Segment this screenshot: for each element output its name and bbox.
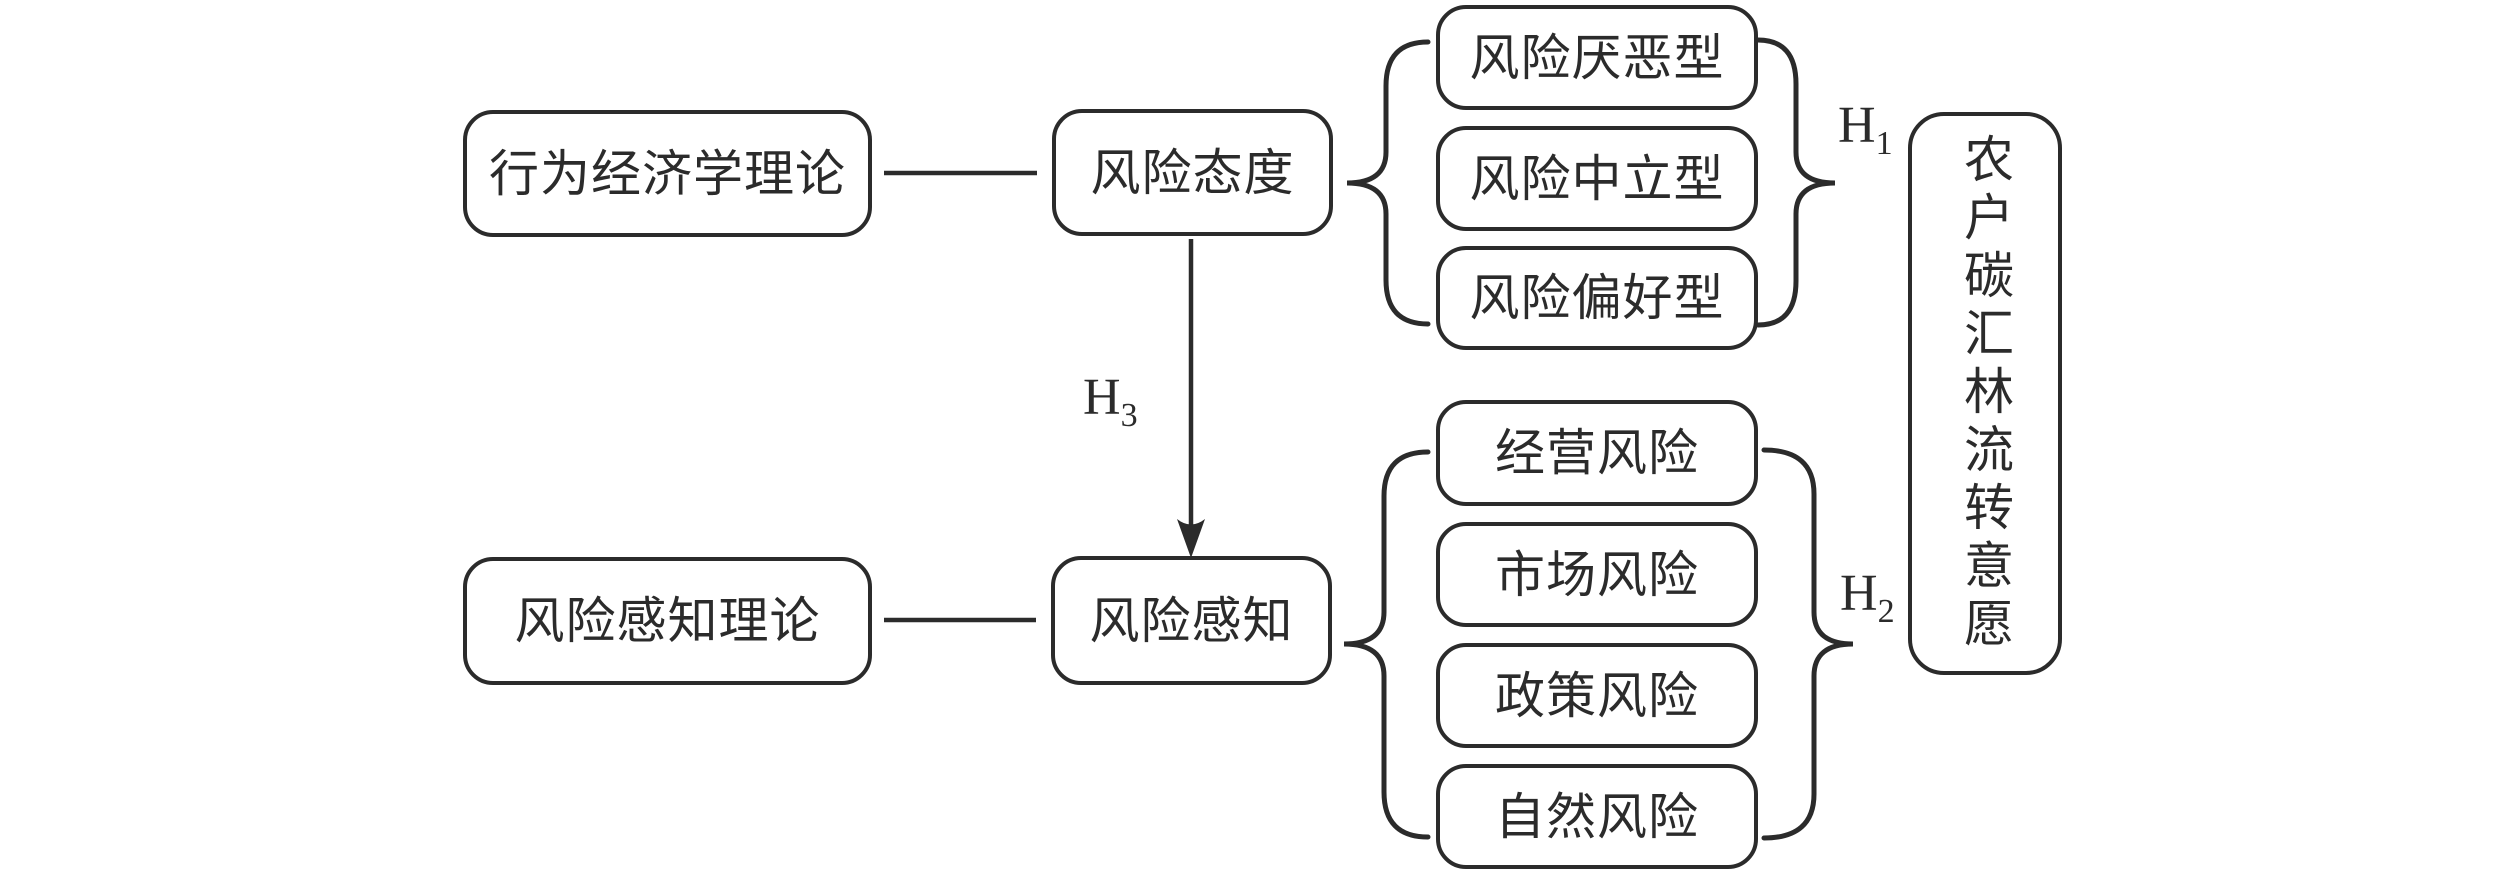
node-risk-perception: 风险感知 <box>1051 556 1332 685</box>
node-operational-risk: 经营风险 <box>1436 400 1758 506</box>
h1-base: H <box>1838 97 1876 154</box>
h3-base: H <box>1083 369 1121 426</box>
node-label: 农户碳汇林流转意愿 <box>1957 132 2013 655</box>
node-market-risk: 市场风险 <box>1436 522 1758 627</box>
node-label: 风险厌恶型 <box>1469 29 1725 86</box>
perception-group-open-brace-icon <box>1343 449 1431 840</box>
h1-subscript: 1 <box>1875 125 1893 162</box>
node-label: 市场风险 <box>1495 546 1699 603</box>
node-risk-preferring-type: 风险偏好型 <box>1436 246 1758 350</box>
attitude-group-close-brace-icon <box>1755 37 1836 328</box>
down-arrow-icon <box>1177 519 1205 558</box>
node-label: 风险感知 <box>1089 592 1294 649</box>
node-label: 行为经济学理论 <box>489 145 846 202</box>
h2-base: H <box>1840 565 1878 622</box>
node-label: 风险中立型 <box>1469 150 1725 207</box>
node-behavioral-economics-theory: 行为经济学理论 <box>463 110 872 237</box>
attitude-group-open-brace-icon <box>1346 39 1431 327</box>
perception-group-close-brace-icon <box>1761 447 1854 841</box>
node-risk-attitude: 风险态度 <box>1052 109 1333 236</box>
hypothesis-label-h1: H1 <box>1838 100 1893 161</box>
node-risk-averse-type: 风险厌恶型 <box>1436 5 1758 110</box>
hypothesis-label-h2: H2 <box>1840 568 1895 629</box>
node-label: 政策风险 <box>1495 667 1699 724</box>
node-farmer-carbon-forest-transfer-willingness: 农户碳汇林流转意愿 <box>1908 112 2062 675</box>
node-natural-risk: 自然风险 <box>1436 764 1758 869</box>
node-risk-neutral-type: 风险中立型 <box>1436 126 1758 231</box>
node-label: 风险感知理论 <box>514 593 821 649</box>
node-label: 自然风险 <box>1495 788 1699 845</box>
node-label: 风险态度 <box>1090 144 1295 201</box>
hypothesis-label-h3: H3 <box>1083 372 1138 433</box>
h2-subscript: 2 <box>1877 593 1895 630</box>
h3-subscript: 3 <box>1120 397 1138 434</box>
node-label: 经营风险 <box>1495 425 1699 481</box>
node-policy-risk: 政策风险 <box>1436 643 1758 748</box>
node-risk-perception-theory: 风险感知理论 <box>463 557 872 685</box>
node-label: 风险偏好型 <box>1469 270 1725 326</box>
